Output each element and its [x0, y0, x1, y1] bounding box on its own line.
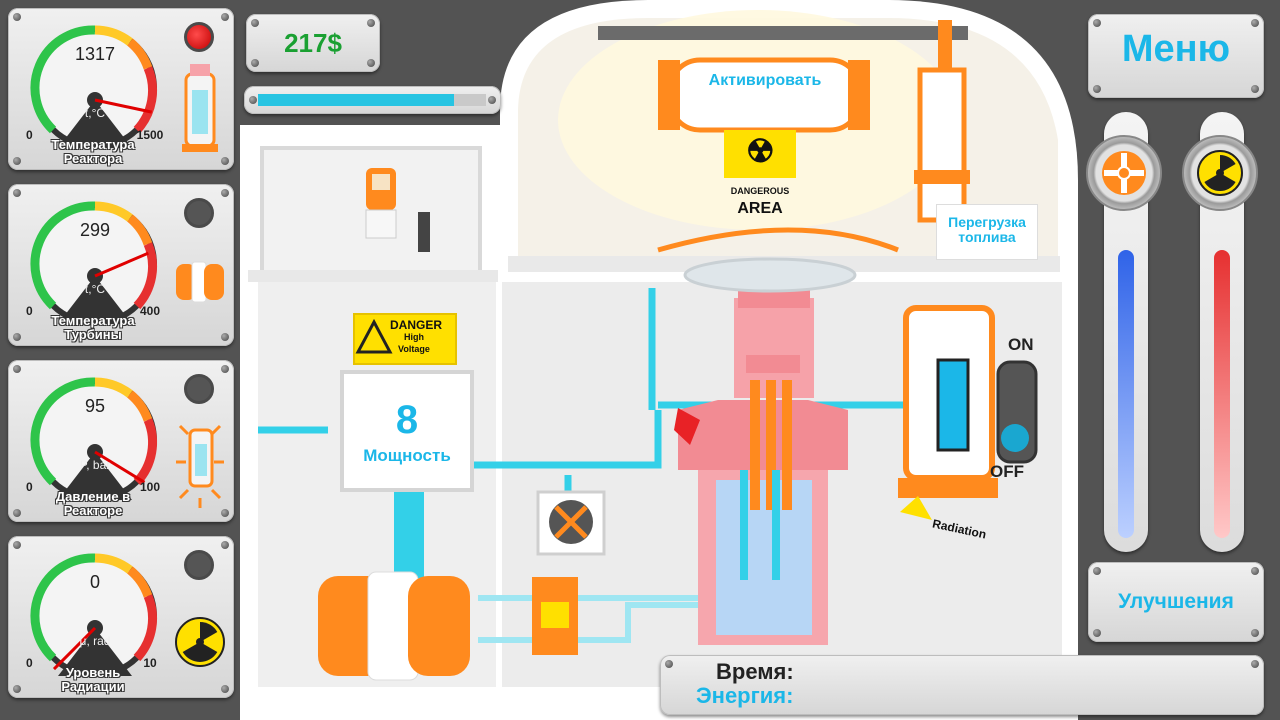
gauge-unit: μ, rad [79, 634, 111, 648]
gauge-min: 0 [26, 128, 33, 142]
money-amount: 217$ [284, 28, 342, 58]
gauge-value: 95 [84, 396, 106, 416]
gauge-panel: 95 P, bar 0 100 Давление в Реакторе [8, 360, 234, 522]
gauge-panel: 1317 t,°C 0 1500 Температура Реактора [8, 8, 234, 170]
activate-button[interactable]: Активировать [708, 72, 822, 89]
power-value[interactable]: 8 [395, 398, 419, 442]
gauge-label-line2: Радиации [61, 679, 125, 694]
refuel-label-line2: топлива [958, 229, 1016, 245]
gauge-value: 1317 [74, 44, 116, 64]
fan-icon [1102, 151, 1146, 195]
gauge-unit: t,°C [84, 106, 106, 120]
progress-bar [258, 94, 486, 106]
gauge-dial [30, 553, 158, 676]
gauge-label-line2: Турбины [64, 327, 122, 342]
refuel-button[interactable]: Перегрузка топлива [936, 204, 1038, 260]
power-label: Мощность [363, 446, 451, 465]
radiation-icon [1197, 150, 1243, 196]
cooling-slider-fill [1118, 250, 1134, 538]
gauge-max: 10 [143, 656, 157, 670]
gauge-min: 0 [26, 656, 33, 670]
reactor-core-icon[interactable] [172, 60, 228, 160]
power-switch[interactable] [998, 362, 1036, 462]
switch-on-label: ON [1008, 335, 1034, 354]
gauge-unit: P, bar [79, 458, 111, 472]
gauge-max: 400 [139, 304, 161, 318]
gauge-label-line2: Реактора [63, 151, 123, 166]
upgrades-button[interactable]: Улучшения [1118, 590, 1234, 613]
gauge-min: 0 [26, 304, 33, 318]
status-led [184, 374, 214, 404]
gauge-min: 0 [26, 480, 33, 494]
facility-drawing [240, 0, 1078, 720]
gauge-label-line1: Температура [51, 313, 135, 328]
gauge-dial [30, 377, 158, 500]
gauge-label-line1: Давление в [55, 489, 131, 504]
time-label: Время: [716, 659, 794, 684]
danger-sign-line2: Voltage [398, 344, 430, 354]
gauge-dial [30, 25, 158, 148]
radiation-icon[interactable] [172, 588, 228, 688]
gauge-label-line2: Реакторе [63, 503, 123, 518]
control-rods-slider-knob[interactable] [1182, 135, 1258, 211]
gauge-label: Температура Турбины [18, 314, 168, 342]
money-panel: 217$ [246, 14, 380, 72]
reactor-facility-scene: Активировать DANGEROUS AREA ☢ Перегрузка… [238, 0, 1080, 720]
turbine-icon[interactable] [172, 236, 228, 336]
gauge-unit: t,°C [84, 282, 106, 296]
gauge-label: Уровень Радиации [18, 666, 168, 694]
status-led [184, 550, 214, 580]
gauge-max: 1500 [136, 128, 164, 142]
switch-off-label: OFF [990, 462, 1024, 481]
gauge-panel: 0 μ, rad 0 10 Уровень Радиации [8, 536, 234, 698]
cooling-slider-knob[interactable] [1086, 135, 1162, 211]
upgrades-panel[interactable]: Улучшения [1088, 562, 1264, 642]
control-rods-slider-fill [1214, 250, 1230, 538]
gauge-label: Температура Реактора [18, 138, 168, 166]
gauge-value: 299 [79, 220, 111, 240]
refuel-label-line1: Перегрузка [948, 214, 1026, 230]
pressure-vessel-icon[interactable] [172, 412, 228, 512]
gauge-label-line1: Температура [51, 137, 135, 152]
radiation-hazard-icon: ☢ [746, 133, 775, 169]
gauge-dial [30, 201, 158, 324]
time-energy-panel: Время: Энергия: [660, 655, 1264, 715]
menu-button[interactable]: Меню [1121, 28, 1231, 70]
menu-panel[interactable]: Меню [1088, 14, 1264, 98]
gauge-value: 0 [89, 572, 100, 592]
gauge-panel: 299 t,°C 0 400 Температура Турбины [8, 184, 234, 346]
area-label: AREA [737, 200, 783, 217]
dangerous-label: DANGEROUS [730, 186, 790, 196]
gauge-max: 100 [139, 480, 161, 494]
gauge-label-line1: Уровень [65, 665, 121, 680]
danger-sign-title: DANGER [390, 318, 443, 332]
progress-bar-fill [258, 94, 455, 106]
energy-label: Энергия: [696, 683, 794, 708]
status-led [184, 198, 214, 228]
danger-sign-line1: High [404, 332, 424, 342]
progress-panel [244, 86, 501, 114]
status-led [184, 22, 214, 52]
gauge-label: Давление в Реакторе [18, 490, 168, 518]
